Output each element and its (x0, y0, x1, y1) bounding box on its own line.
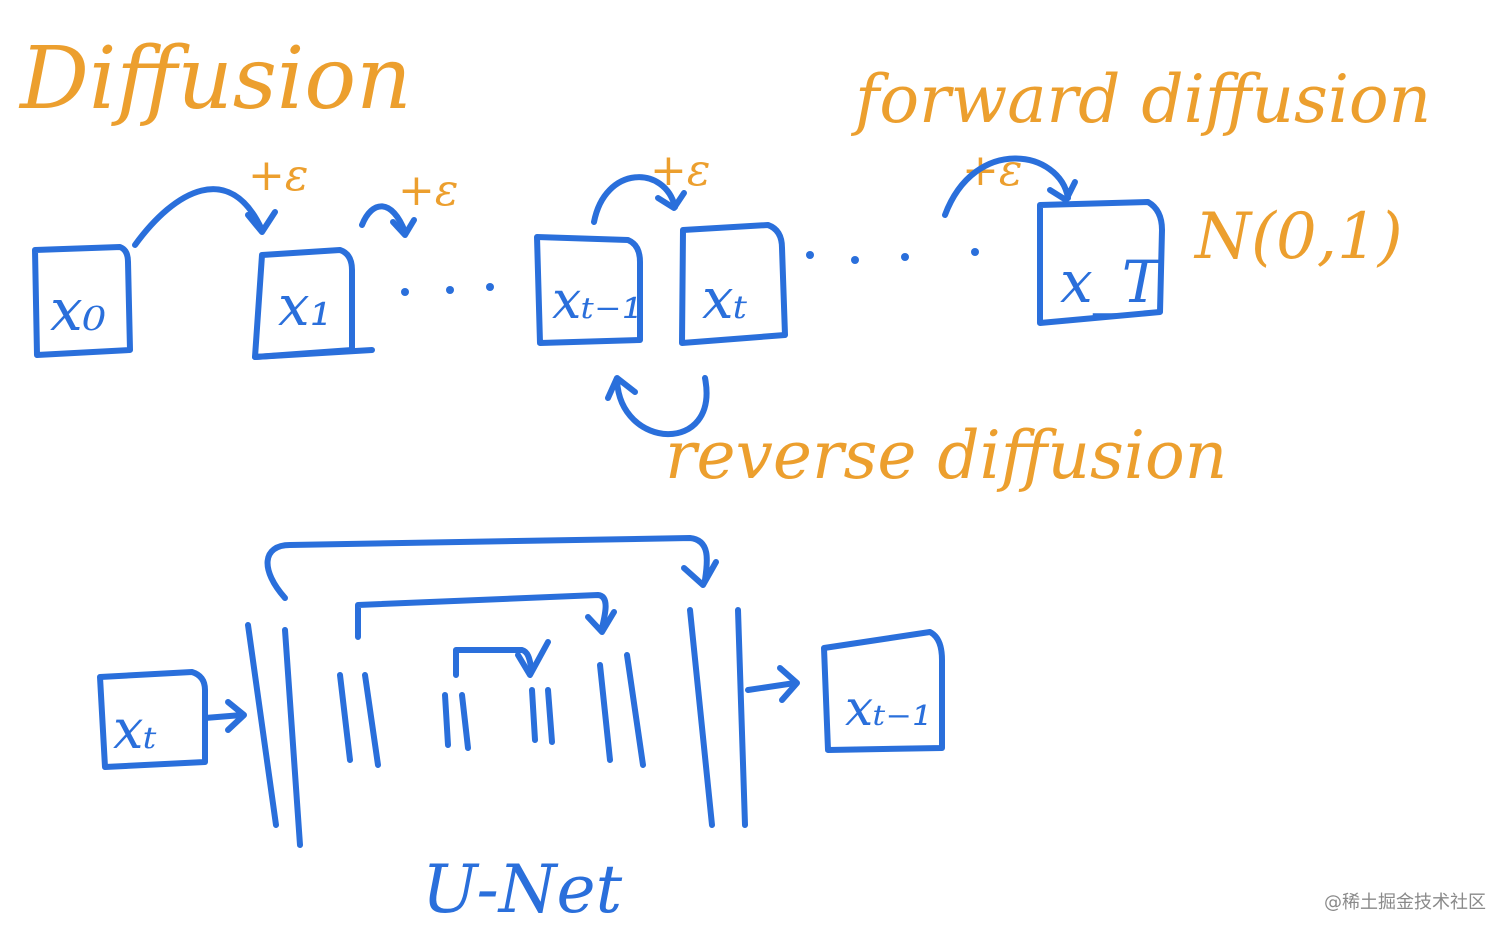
unet-layers (245, 607, 748, 848)
noise-label-3: +ε (650, 145, 710, 196)
box-x0: x₀ (32, 244, 133, 358)
noise-label-2: +ε (398, 165, 458, 216)
box-xT-label: x_T (1060, 248, 1165, 316)
box-xt-label: xₜ (702, 267, 748, 332)
box-x1-label: x₁ (278, 274, 332, 339)
unet-output-box: xₜ₋₁ (821, 629, 945, 753)
unet-input-box: xₜ (97, 669, 208, 770)
label-normal-distribution: N(0,1) (1193, 200, 1403, 274)
noise-label-4: +ε (962, 145, 1022, 196)
skip-connection-outer (264, 535, 710, 601)
arrow-x1-to-next (359, 203, 408, 235)
box-xt: xₜ (679, 222, 788, 346)
ellipsis-2 (806, 248, 979, 264)
watermark: @稀土掘金技术社区 (1324, 892, 1486, 913)
box-xt-minus-1-label: xₜ₋₁ (552, 271, 642, 331)
arrow-reverse (614, 375, 710, 438)
label-reverse-diffusion: reverse diffusion (665, 417, 1227, 494)
label-forward-diffusion: forward diffusion (850, 61, 1431, 138)
title-diffusion: Diffusion (18, 29, 412, 129)
label-unet: U-Net (422, 851, 623, 928)
noise-label-1: +ε (248, 150, 308, 201)
box-xT: x_T (1037, 199, 1165, 326)
skip-connection-middle (355, 592, 609, 640)
box-x1: x₁ (252, 247, 375, 360)
arrow-to-xT (942, 155, 1071, 218)
unet-input-label: xₜ (113, 698, 157, 761)
arrow-input-to-unet (202, 712, 245, 721)
unet-output-label: xₜ₋₁ (845, 679, 932, 737)
box-x0-label: x₀ (50, 276, 106, 344)
box-xt-minus-1: xₜ₋₁ (534, 234, 643, 346)
arrow-x0-to-x1 (132, 186, 265, 248)
ellipsis-1 (401, 283, 494, 296)
arrow-xt-minus-1-to-xt (591, 174, 678, 225)
arrow-unet-to-output (745, 680, 798, 693)
